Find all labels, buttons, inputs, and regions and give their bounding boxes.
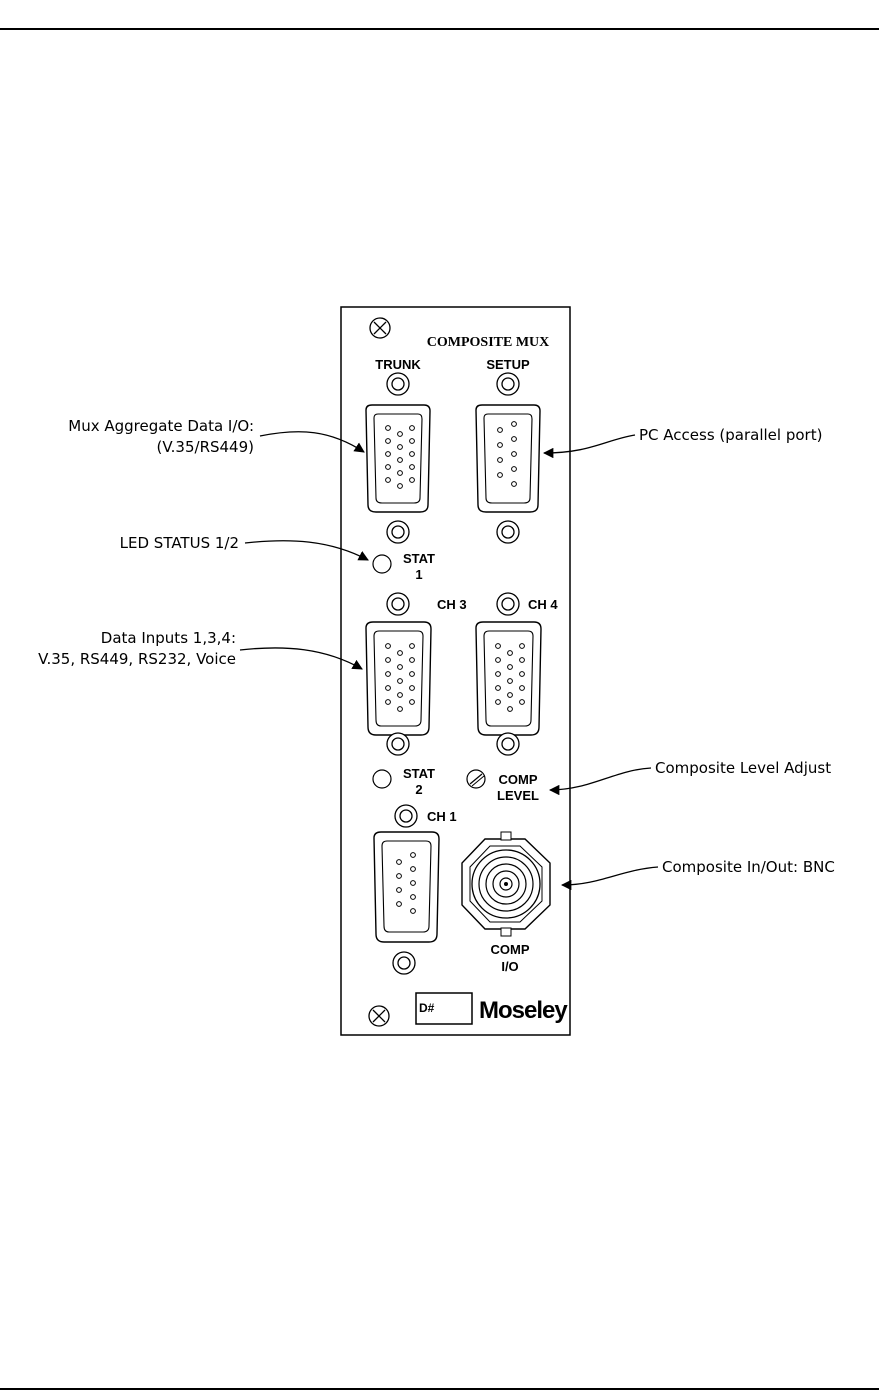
callout-mux-aggregate-line2: (V.35/RS449)	[156, 438, 254, 456]
comp-io-sublabel: I/O	[501, 959, 518, 974]
id-label: D#	[419, 1001, 435, 1015]
trunk-label: TRUNK	[375, 357, 421, 372]
stat2-led	[372, 769, 392, 789]
footer-rule	[0, 1388, 879, 1390]
arrow-composite-level	[548, 767, 652, 796]
ch4-connector	[475, 592, 542, 756]
mounting-screw-top	[369, 317, 391, 339]
mounting-screw-bottom	[368, 1005, 390, 1027]
callout-mux-aggregate-line1: Mux Aggregate Data I/O:	[68, 417, 254, 435]
header-rule	[0, 28, 879, 30]
trunk-connector	[365, 372, 431, 544]
setup-connector	[475, 372, 541, 544]
brand-logo: Moseley	[479, 997, 568, 1024]
stat2-number: 2	[415, 782, 422, 797]
callout-data-inputs-line1: Data Inputs 1,3,4:	[101, 629, 236, 647]
panel-title: COMPOSITE MUX	[427, 335, 550, 350]
arrow-data-inputs	[239, 647, 363, 670]
stat2-label: STAT	[403, 766, 435, 781]
ch1-label: CH 1	[427, 809, 457, 824]
comp-level-label: COMP	[499, 772, 538, 787]
callout-composite-io: Composite In/Out: BNC	[662, 858, 835, 876]
stat1-led	[372, 554, 392, 574]
setup-label: SETUP	[486, 357, 530, 372]
arrow-led-status	[244, 540, 369, 561]
callout-data-inputs-line2: V.35, RS449, RS232, Voice	[38, 650, 236, 668]
callout-pc-access: PC Access (parallel port)	[639, 426, 822, 444]
bnc-connector	[461, 831, 551, 937]
ch1-connector	[373, 804, 440, 975]
arrow-composite-io	[560, 866, 659, 891]
stat1-number: 1	[415, 567, 422, 582]
comp-io-label: COMP	[491, 942, 530, 957]
callout-composite-level: Composite Level Adjust	[655, 759, 831, 777]
id-box	[415, 992, 473, 1025]
callout-led-status: LED STATUS 1/2	[120, 534, 239, 552]
comp-level-knob	[466, 769, 486, 789]
arrow-mux-aggregate	[259, 431, 365, 453]
ch3-connector	[365, 592, 432, 756]
arrow-pc-access	[542, 434, 636, 459]
ch3-label: CH 3	[437, 597, 467, 612]
comp-level-sublabel: LEVEL	[497, 788, 539, 803]
ch4-label: CH 4	[528, 597, 558, 612]
stat1-label: STAT	[403, 551, 435, 566]
